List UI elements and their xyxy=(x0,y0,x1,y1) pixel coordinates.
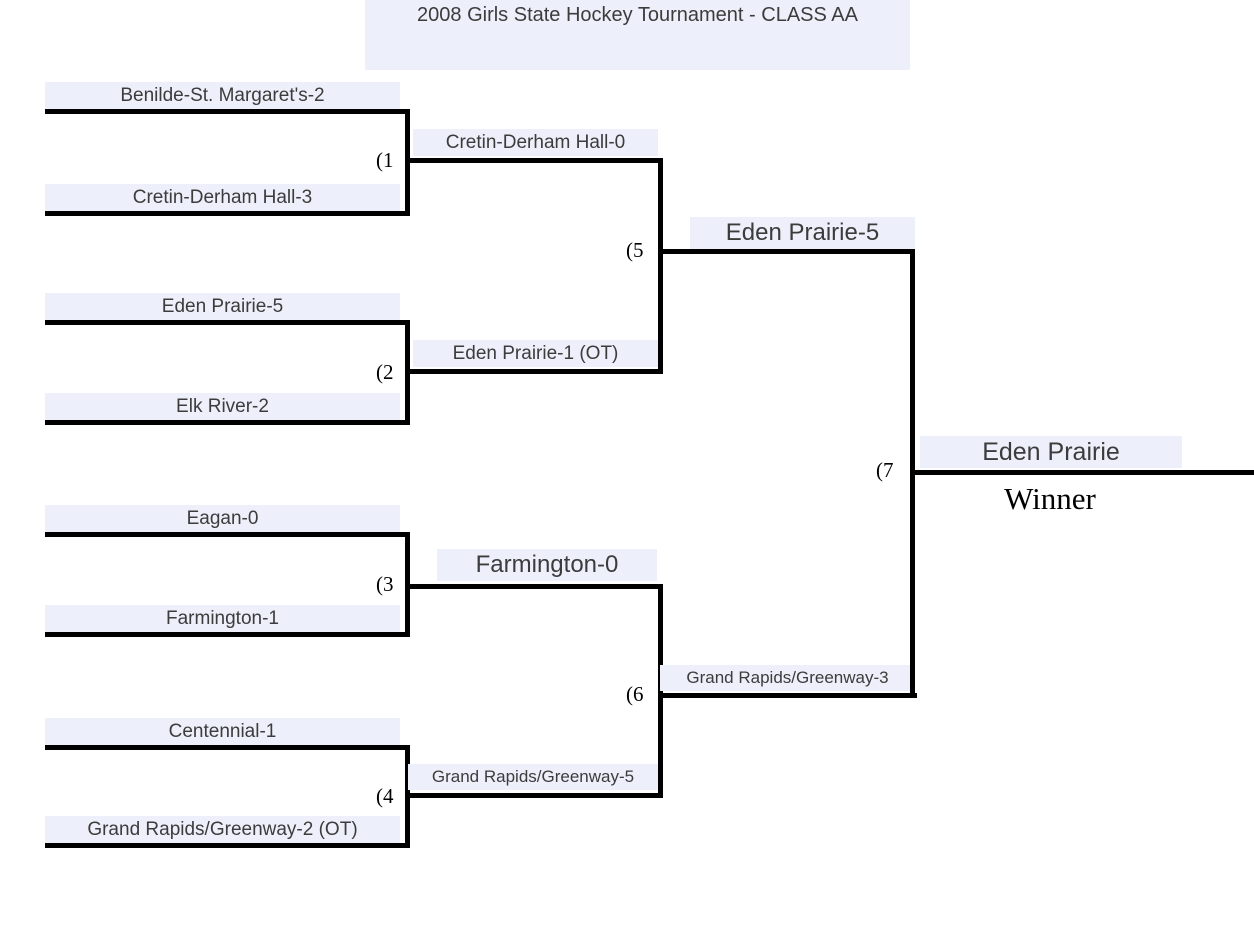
bracket-line xyxy=(45,320,410,325)
bracket-line xyxy=(45,109,410,114)
bracket-line xyxy=(405,793,663,798)
bracket-line xyxy=(45,745,410,750)
semifinal-game5-bottom-team: Eden Prairie-1 (OT) xyxy=(413,340,658,367)
bracket-line xyxy=(45,420,410,425)
bracket-line xyxy=(405,158,663,163)
round1-game3-top-team: Eagan-0 xyxy=(45,505,400,532)
bracket-line xyxy=(658,249,915,254)
semifinal-game6-top-team: Farmington-0 xyxy=(437,549,657,581)
final-top-team: Eden Prairie-5 xyxy=(690,217,915,249)
round1-game3-bottom-team: Farmington-1 xyxy=(45,605,400,632)
round1-game1-top-team: Benilde-St. Margaret's-2 xyxy=(45,82,400,109)
game-number-3: (3 xyxy=(376,572,394,596)
final-bottom-team: Grand Rapids/Greenway-3 xyxy=(660,665,915,691)
round1-game2-top-team: Eden Prairie-5 xyxy=(45,293,400,320)
bracket-line xyxy=(45,211,410,216)
game-number-2: (2 xyxy=(376,360,394,384)
game-number-5: (5 xyxy=(626,238,644,262)
bracket-line xyxy=(45,532,410,537)
game-number-6: (6 xyxy=(626,682,644,706)
game-number-7: (7 xyxy=(876,458,894,482)
game-number-4: (4 xyxy=(376,784,394,808)
bracket-line xyxy=(910,470,1254,475)
bracket-line xyxy=(405,369,663,374)
round1-game4-top-team: Centennial-1 xyxy=(45,718,400,745)
game-number-1: (1 xyxy=(376,148,394,172)
bracket-line xyxy=(45,632,410,637)
semifinal-game6-bottom-team: Grand Rapids/Greenway-5 xyxy=(408,764,658,790)
round1-game4-bottom-team: Grand Rapids/Greenway-2 (OT) xyxy=(45,816,400,843)
bracket-line xyxy=(45,843,410,848)
tournament-title: 2008 Girls State Hockey Tournament - CLA… xyxy=(365,0,910,70)
bracket-line xyxy=(405,584,663,589)
round1-game2-bottom-team: Elk River-2 xyxy=(45,393,400,420)
champion-team: Eden Prairie xyxy=(920,436,1182,468)
bracket-line xyxy=(658,693,917,698)
round1-game1-bottom-team: Cretin-Derham Hall-3 xyxy=(45,184,400,211)
semifinal-game5-top-team: Cretin-Derham Hall-0 xyxy=(413,129,658,156)
bracket-line xyxy=(658,584,663,798)
tournament-title-text: 2008 Girls State Hockey Tournament - CLA… xyxy=(417,4,858,26)
winner-label: Winner xyxy=(1004,481,1096,516)
bracket-line xyxy=(658,158,663,374)
